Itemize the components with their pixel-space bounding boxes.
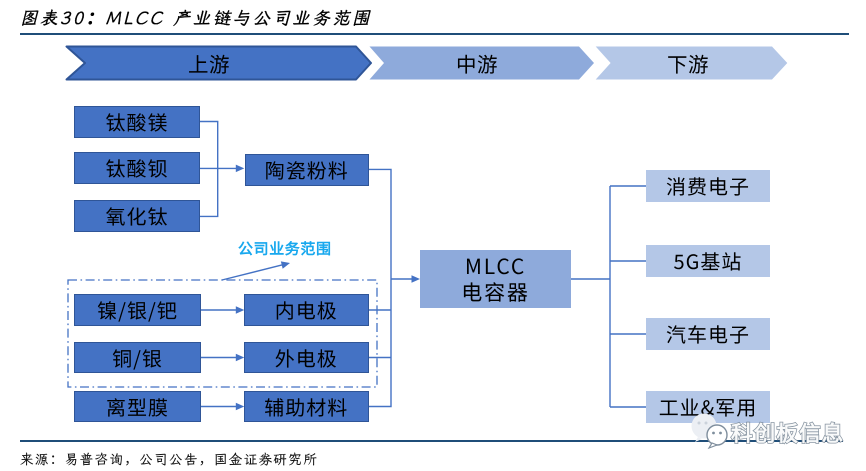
node-copper-silver: 铜/银 [74, 342, 201, 373]
node-auxiliary-materials-label: 辅助材料 [264, 391, 349, 421]
node-application-consumer: 消费电子 [646, 170, 770, 202]
node-titanium-oxide-label: 氧化钛 [105, 201, 169, 231]
stage-downstream-label: 下游 [667, 48, 709, 78]
node-application-consumer-label: 消费电子 [666, 171, 750, 200]
node-mlcc-line1: MLCC [464, 250, 527, 281]
node-inner-electrode: 内电极 [244, 294, 369, 326]
stage-midstream-label: 中游 [456, 48, 498, 78]
arrowhead [235, 306, 245, 314]
node-nickel-silver-palladium-label: 镍/银/钯 [97, 295, 178, 324]
node-release-film: 离型膜 [74, 391, 201, 422]
chat-bubble-small-icon [706, 424, 728, 450]
watermark-text: 科创板信息 [731, 417, 845, 448]
connector-upstream-collector [368, 168, 392, 408]
node-release-film-label: 离型膜 [106, 391, 169, 421]
node-nickel-silver-palladium: 镍/银/钯 [74, 294, 201, 326]
arrowhead [411, 275, 420, 283]
company-scope-label: 公司业务范围 [238, 237, 332, 259]
node-application-automotive: 汽车电子 [646, 318, 770, 350]
node-magnesium-titanate: 钛酸镁 [74, 105, 200, 138]
source-note: 来源：易普咨询，公司公告，国金证券研究所 [20, 450, 318, 468]
arrowhead [280, 261, 290, 269]
node-mlcc-line2: 电容器 [461, 277, 530, 307]
stage-upstream-label: 上游 [188, 48, 230, 78]
node-application-5g: 5G基站 [646, 245, 770, 277]
chevron-midstream [369, 46, 594, 80]
watermark: 科创板信息 [646, 408, 856, 453]
node-ceramic-powder: 陶瓷粉料 [244, 153, 369, 186]
title-rule [20, 33, 849, 36]
arrowhead [235, 164, 245, 173]
chevron-upstream [65, 45, 372, 81]
figure-title: 图表30：MLCC 产业链与公司业务范围 [20, 5, 372, 29]
node-auxiliary-materials: 辅助材料 [244, 391, 369, 422]
node-application-5g-label: 5G基站 [673, 246, 743, 275]
node-magnesium-titanate-label: 钛酸镁 [105, 106, 169, 136]
node-ceramic-powder-label: 陶瓷粉料 [264, 154, 349, 184]
chevron-downstream [595, 46, 788, 80]
node-application-industrial-label: 工业&军用 [658, 392, 758, 421]
arrowhead [235, 353, 245, 362]
node-mlcc-capacitor: MLCC 电容器 [420, 250, 571, 308]
node-barium-titanate-label: 钛酸钡 [105, 153, 169, 183]
node-copper-silver-label: 铜/银 [112, 342, 163, 372]
node-outer-electrode-label: 外电极 [274, 342, 338, 372]
node-application-automotive-label: 汽车电子 [666, 319, 750, 348]
connector-scope-callout [221, 263, 284, 281]
node-barium-titanate: 钛酸钡 [74, 152, 200, 185]
node-outer-electrode: 外电极 [244, 342, 369, 373]
arrowhead [235, 402, 245, 411]
bottom-rule [20, 440, 843, 443]
node-titanium-oxide: 氧化钛 [74, 200, 200, 233]
node-inner-electrode-label: 内电极 [274, 295, 338, 324]
watermark-graphic: 科创板信息 [691, 413, 845, 450]
